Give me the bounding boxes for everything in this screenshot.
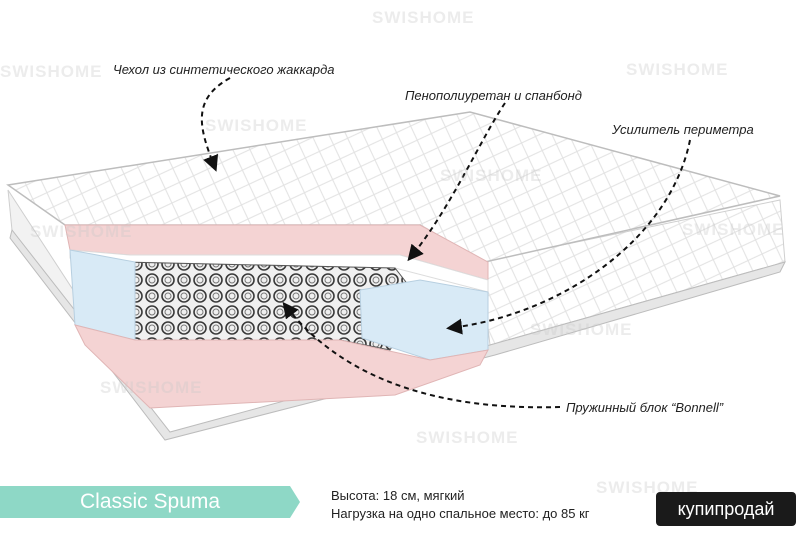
watermark-text: SWISHOME (30, 222, 133, 241)
mattress-bottom-edge (9, 228, 786, 441)
label-cover: Чехол из синтетического жаккарда (113, 62, 335, 77)
watermark-text: SWISHOME (626, 60, 729, 79)
label-foam: Пенополиуретан и спанбонд (405, 88, 582, 103)
product-load: Нагрузка на одно спальное место: до 85 к… (331, 506, 590, 521)
watermark-text: SWISHOME (100, 378, 203, 397)
product-name: Classic Spuma (80, 490, 221, 513)
foam-bottom-layer (74, 324, 489, 409)
watermark-text: SWISHOME (530, 320, 633, 339)
arrow-perimeter (446, 139, 691, 335)
product-height: Высота: 18 см, мягкий (331, 488, 465, 503)
label-spring: Пружинный блок “Bonnell” (566, 400, 724, 415)
watermark-text: SWISHOME (682, 220, 785, 239)
watermark-text: SWISHOME (372, 8, 475, 27)
label-perimeter: Усилитель периметра (612, 122, 754, 137)
site-badge: купипродай (656, 492, 796, 526)
watermark-text: SWISHOME (0, 62, 103, 81)
watermark-text: SWISHOME (205, 116, 308, 135)
arrow-cover (200, 77, 231, 172)
watermark-text: SWISHOME (416, 428, 519, 447)
product-name-banner (0, 486, 300, 518)
arrow-spring (282, 301, 561, 409)
watermark-text: SWISHOME (440, 166, 543, 185)
arrow-foam (407, 102, 506, 262)
